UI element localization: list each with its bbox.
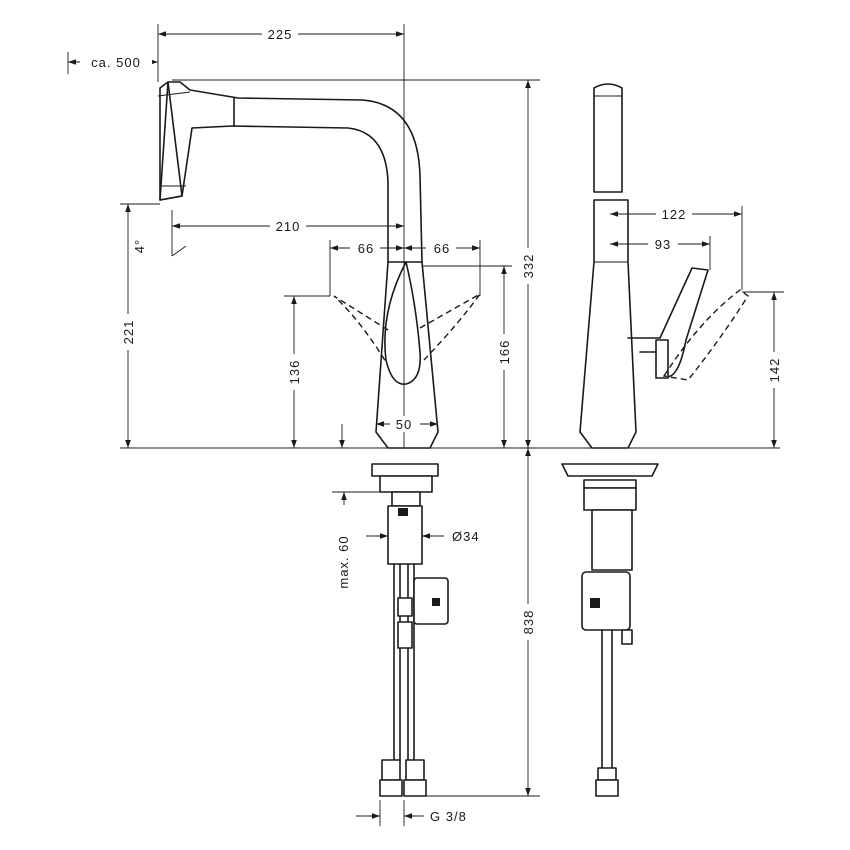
side-body: [579, 199, 637, 449]
dim-221: 221: [121, 320, 136, 345]
side-base-flange: [561, 463, 659, 477]
front-view: [157, 81, 481, 797]
dimension-labels: 225 ca. 500 210 4° 66 66 332 221 136 166…: [80, 26, 782, 824]
dim-max-60: max. 60: [336, 535, 351, 588]
side-view: [561, 83, 749, 797]
threaded-shank: [391, 491, 421, 507]
side-spray-head: [593, 83, 623, 193]
hose-fitting-right: [405, 759, 425, 781]
lever-swing-right: [419, 293, 481, 361]
spout-outline: [159, 81, 423, 263]
dim-122: 122: [662, 207, 687, 222]
dim-210: 210: [276, 219, 301, 234]
dim-93: 93: [655, 237, 671, 252]
dim-332: 332: [521, 254, 536, 279]
dim-66-right: 66: [434, 241, 450, 256]
dim-225: 225: [268, 27, 293, 42]
spray-head: [159, 81, 183, 201]
base-flange: [371, 463, 439, 477]
dim-50: 50: [396, 417, 412, 432]
lever-swing-left: [333, 295, 389, 363]
mounting-nut: [379, 475, 433, 493]
dim-136: 136: [287, 360, 302, 385]
dim-dia-34: Ø34: [452, 529, 480, 544]
dim-ca-500: ca. 500: [91, 55, 141, 70]
dim-142: 142: [767, 358, 782, 383]
dim-g-3-8: G 3/8: [430, 809, 467, 824]
hose-fitting-left: [381, 759, 401, 781]
side-weight: [581, 571, 631, 631]
hose-weight: [413, 577, 449, 625]
dim-66-left: 66: [358, 241, 374, 256]
side-lever-swing: [662, 289, 749, 381]
lever-front: [384, 261, 422, 385]
dim-166: 166: [497, 340, 512, 365]
dim-angle-4: 4°: [132, 239, 147, 253]
dim-838: 838: [521, 610, 536, 635]
